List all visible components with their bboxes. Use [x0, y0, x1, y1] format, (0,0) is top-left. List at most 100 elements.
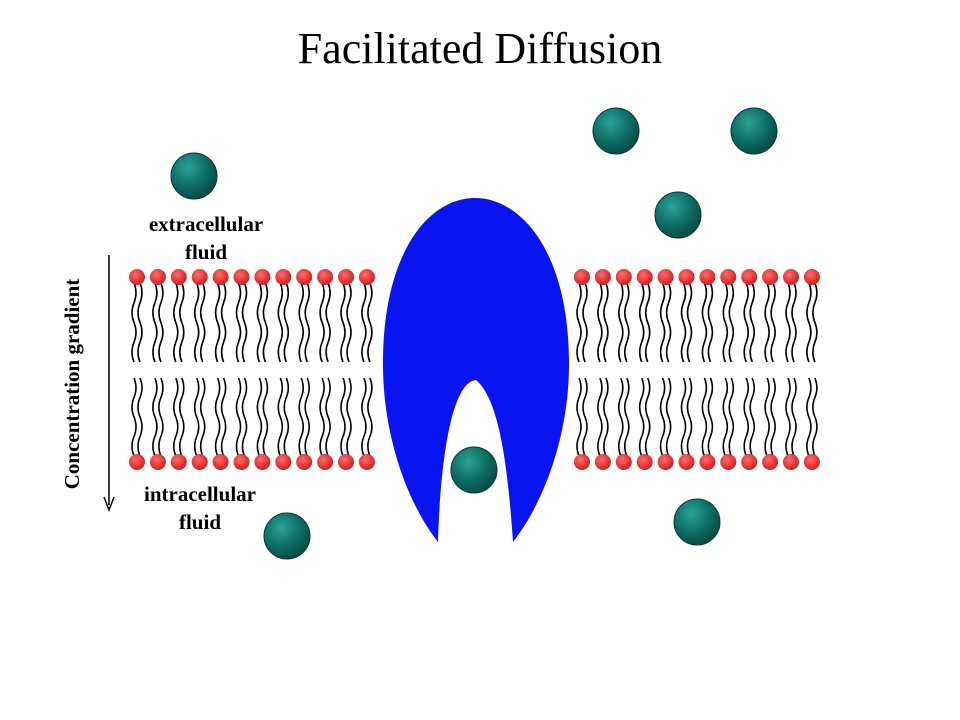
molecule-icon [673, 498, 721, 546]
lipid-tail [298, 282, 304, 363]
lipid-tail [298, 377, 304, 457]
lipid-tail [199, 377, 206, 457]
lipid-tail [220, 377, 227, 457]
phospholipid-head [233, 454, 250, 470]
lipid-tail [618, 282, 624, 363]
lipid-tail [179, 282, 185, 363]
phospholipid-head [720, 454, 737, 470]
lipid-tail [603, 377, 609, 457]
lipid-tail [644, 377, 651, 457]
lipid-bilayer-right [574, 269, 820, 470]
lipid-tail [582, 282, 588, 363]
phospholipid-head [212, 269, 229, 285]
lipid-tail [701, 377, 708, 457]
lipid-tail [597, 377, 603, 457]
lipid-bilayer-left [129, 269, 375, 470]
lipid-tail [749, 282, 755, 363]
carrier-protein [382, 198, 570, 542]
phospholipid-head [741, 454, 758, 470]
lipid-tail [319, 282, 325, 363]
lipid-tail [158, 377, 164, 457]
lipid-tail [283, 377, 290, 457]
lipid-tail [791, 377, 797, 457]
phospholipid-head [296, 269, 313, 285]
lipid-tail [603, 282, 609, 363]
lipid-tail [659, 377, 666, 457]
phospholipid-head [170, 454, 187, 470]
phospholipid-head [657, 269, 674, 285]
lipid-tail [576, 282, 582, 363]
lipid-tail [770, 377, 776, 457]
phospholipid-head [636, 269, 653, 285]
phospholipid-head [678, 454, 695, 470]
phospholipid-head [317, 269, 334, 285]
phospholipid-head [803, 269, 820, 285]
lipid-tail [235, 282, 242, 363]
lipid-tail [361, 282, 367, 363]
phospholipid-head [678, 269, 695, 285]
lipid-tail [256, 282, 263, 363]
lipid-tail [665, 377, 672, 457]
lipid-tail [340, 282, 346, 363]
phospholipid-head [636, 454, 653, 470]
lipid-tail [199, 282, 206, 363]
lipid-tail [277, 377, 284, 457]
lipid-tail [241, 282, 248, 363]
phospholipid-head [615, 454, 632, 470]
phospholipid-head [212, 454, 229, 470]
lipid-tail [173, 377, 179, 457]
lipid-tail [785, 377, 791, 457]
phospholipid-head [762, 269, 779, 285]
lipid-tail [220, 282, 227, 363]
lipid-tail [346, 377, 352, 457]
phospholipid-head [657, 454, 674, 470]
lipid-tail [152, 282, 158, 363]
phospholipid-head [741, 269, 758, 285]
lipid-tail [179, 377, 185, 457]
phospholipid-head [699, 454, 716, 470]
lipid-tail [770, 282, 776, 363]
lipid-tail [214, 282, 221, 363]
lipid-tail [283, 282, 290, 363]
concentration-gradient-label: Concentration gradient [60, 279, 84, 490]
molecule-icon [654, 191, 702, 239]
lipid-tail [686, 377, 693, 457]
intracellular-label-line2: fluid [179, 510, 221, 534]
lipid-tail [618, 377, 624, 457]
lipid-tail [576, 377, 582, 457]
lipid-tail [680, 377, 687, 457]
phospholipid-head [275, 454, 292, 470]
lipid-tail [235, 377, 242, 457]
molecule-icon [592, 107, 640, 155]
lipid-tail [214, 377, 221, 457]
diagram-title: Facilitated Diffusion [298, 24, 663, 73]
lipid-tail [158, 282, 164, 363]
molecule-icon [730, 107, 778, 155]
lipid-tail [743, 377, 749, 457]
extracellular-label-line2: fluid [185, 240, 227, 264]
lipid-tail [325, 377, 331, 457]
lipid-tail [624, 377, 630, 457]
lipid-tail [722, 282, 729, 363]
lipid-tail [638, 282, 645, 363]
lipid-tail [743, 282, 749, 363]
lipid-tail [806, 377, 812, 457]
lipid-tail [277, 282, 284, 363]
phospholipid-head [129, 454, 145, 470]
lipid-tail [262, 377, 269, 457]
phospholipid-head [149, 454, 166, 470]
phospholipid-head [803, 454, 820, 470]
lipid-tail [137, 282, 143, 363]
lipid-tail [173, 282, 179, 363]
lipid-tail [665, 282, 672, 363]
intracellular-label-line1: intracellular [144, 482, 256, 506]
lipid-tail [346, 282, 352, 363]
lipid-tail [638, 377, 645, 457]
lipid-tail [131, 282, 137, 363]
phospholipid-head [783, 269, 799, 285]
phospholipid-head [317, 454, 334, 470]
phospholipid-head [149, 269, 166, 285]
lipid-tail [624, 282, 630, 363]
lipid-tail [193, 377, 200, 457]
lipid-tail [659, 282, 666, 363]
